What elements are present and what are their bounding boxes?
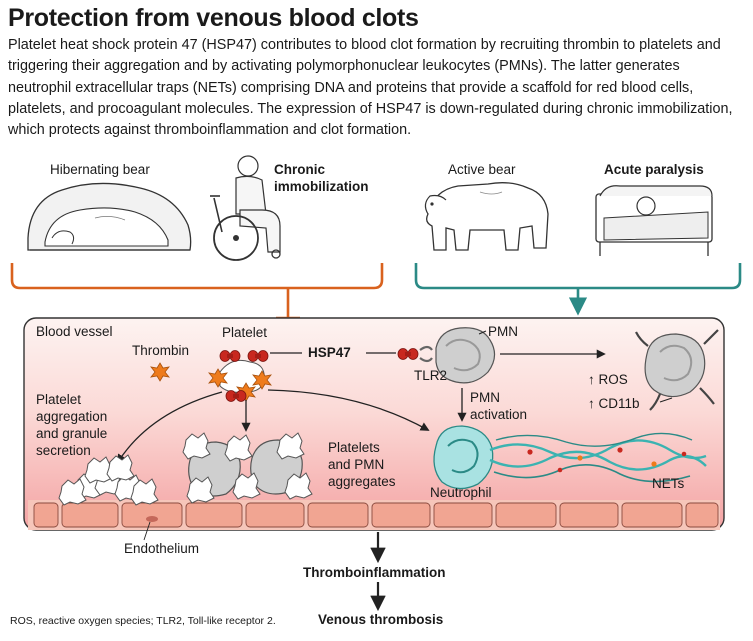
platelet-cluster xyxy=(208,350,272,402)
acute-bracket xyxy=(414,263,742,316)
label-acute-paralysis: Acute paralysis xyxy=(604,162,704,177)
activated-pmn-icon xyxy=(635,329,719,411)
tlr2-receptor-icon xyxy=(419,345,433,363)
label-ppa-3: aggregates xyxy=(328,474,396,489)
figure-title: Protection from venous blood clots xyxy=(8,4,419,32)
platelet-pmn-aggregate-icon xyxy=(182,432,313,504)
arrow-to-aggregation xyxy=(117,391,223,464)
cd11b-text: CD11b xyxy=(598,396,640,411)
label-chronic: Chronic xyxy=(274,162,326,177)
label-venous-thrombosis: Venous thrombosis xyxy=(318,612,444,627)
label-tlr2: TLR2 xyxy=(414,368,448,383)
label-agg-4: secretion xyxy=(36,443,91,458)
label-pmn-activation-2: activation xyxy=(470,407,528,422)
label-neutrophil: Neutrophil xyxy=(430,485,492,500)
label-endothelium: Endothelium xyxy=(124,541,200,556)
label-blood-vessel: Blood vessel xyxy=(36,324,113,339)
label-active-bear: Active bear xyxy=(448,162,516,177)
label-agg-2: aggregation xyxy=(36,409,108,424)
label-pmn-activation-1: PMN xyxy=(470,390,500,405)
endothelium-layer xyxy=(28,500,720,541)
neutrophil-icon xyxy=(433,425,494,490)
wheelchair-person-icon xyxy=(210,155,281,261)
arrow-to-neutrophil xyxy=(267,389,430,431)
label-pmn: PMN xyxy=(488,324,518,339)
ros-text: ROS xyxy=(598,372,628,387)
label-thrombin: Thrombin xyxy=(132,343,190,358)
label-hibernating-bear: Hibernating bear xyxy=(50,162,150,177)
label-hsp47: HSP47 xyxy=(308,345,351,360)
pmn-cell-icon xyxy=(435,327,496,384)
active-bear-icon xyxy=(424,182,549,251)
hibernating-bear-icon xyxy=(27,182,192,251)
label-agg-3: and granule xyxy=(36,426,108,441)
nets-strands xyxy=(489,432,707,483)
label-ppa-2: and PMN xyxy=(328,457,385,472)
footnote: ROS, reactive oxygen species; TLR2, Toll… xyxy=(10,615,276,627)
pmn-label-leader xyxy=(478,330,487,335)
label-nets: NETs xyxy=(652,476,685,491)
label-immobilization: immobilization xyxy=(274,179,369,194)
label-cd11b: ↑ CD11b xyxy=(588,396,640,411)
chronic-bracket xyxy=(10,263,384,320)
cd11b-leader xyxy=(659,397,673,403)
label-thromboinflammation: Thromboinflammation xyxy=(303,565,446,580)
hospital-bed-icon xyxy=(595,185,713,256)
label-ppa-1: Platelets xyxy=(328,440,380,455)
label-platelet: Platelet xyxy=(222,325,268,340)
figure-intro: Platelet heat shock protein 47 (HSP47) c… xyxy=(8,37,733,139)
label-ros: ↑ ROS xyxy=(588,372,628,387)
label-agg-1: Platelet xyxy=(36,392,82,407)
